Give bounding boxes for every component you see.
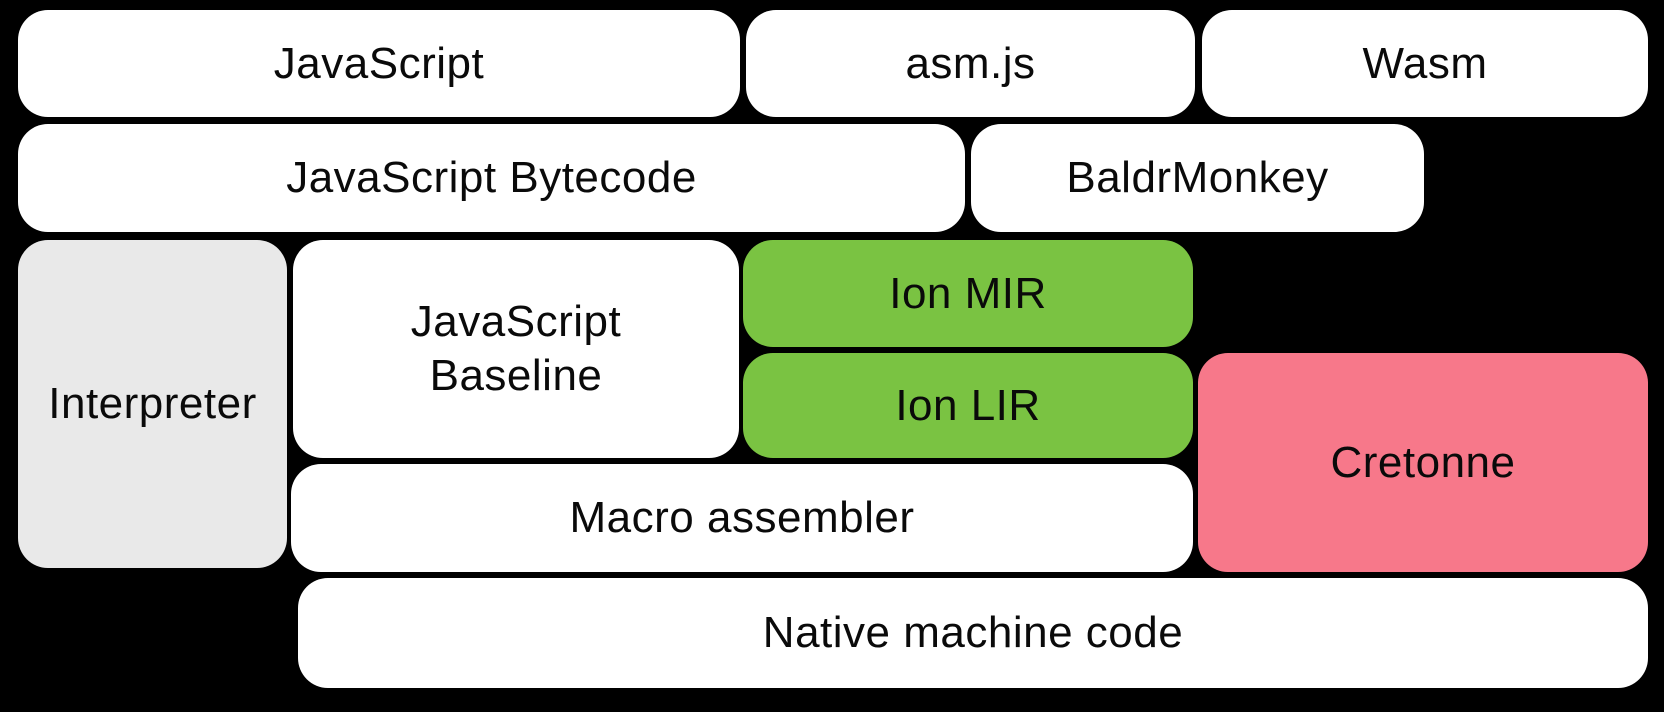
box-javascript: JavaScript — [18, 10, 740, 117]
box-ion-mir-label: Ion MIR — [889, 268, 1047, 318]
box-baldrmonkey: BaldrMonkey — [971, 124, 1424, 232]
box-javascript-baseline: JavaScript Baseline — [293, 240, 739, 458]
box-baldrmonkey-label: BaldrMonkey — [1066, 153, 1329, 203]
box-javascript-bytecode: JavaScript Bytecode — [18, 124, 965, 232]
box-ion-lir-label: Ion LIR — [895, 380, 1041, 430]
box-asmjs-label: asm.js — [905, 38, 1036, 88]
box-wasm: Wasm — [1202, 10, 1648, 117]
box-native-machine-code: Native machine code — [298, 578, 1648, 688]
box-macro-assembler-label: Macro assembler — [569, 493, 915, 543]
box-ion-mir: Ion MIR — [743, 240, 1193, 347]
box-javascript-baseline-line2: Baseline — [429, 351, 603, 400]
box-asmjs: asm.js — [746, 10, 1195, 117]
box-cretonne-label: Cretonne — [1330, 437, 1516, 487]
box-cretonne: Cretonne — [1198, 353, 1648, 572]
box-javascript-baseline-line1: JavaScript — [410, 297, 622, 347]
box-interpreter: Interpreter — [18, 240, 287, 568]
box-ion-lir: Ion LIR — [743, 353, 1193, 458]
box-native-machine-code-label: Native machine code — [762, 608, 1184, 658]
box-macro-assembler: Macro assembler — [291, 464, 1193, 572]
box-javascript-label: JavaScript — [273, 38, 485, 88]
box-javascript-bytecode-label: JavaScript Bytecode — [286, 153, 697, 203]
box-wasm-label: Wasm — [1362, 38, 1488, 88]
box-interpreter-label: Interpreter — [48, 379, 257, 429]
